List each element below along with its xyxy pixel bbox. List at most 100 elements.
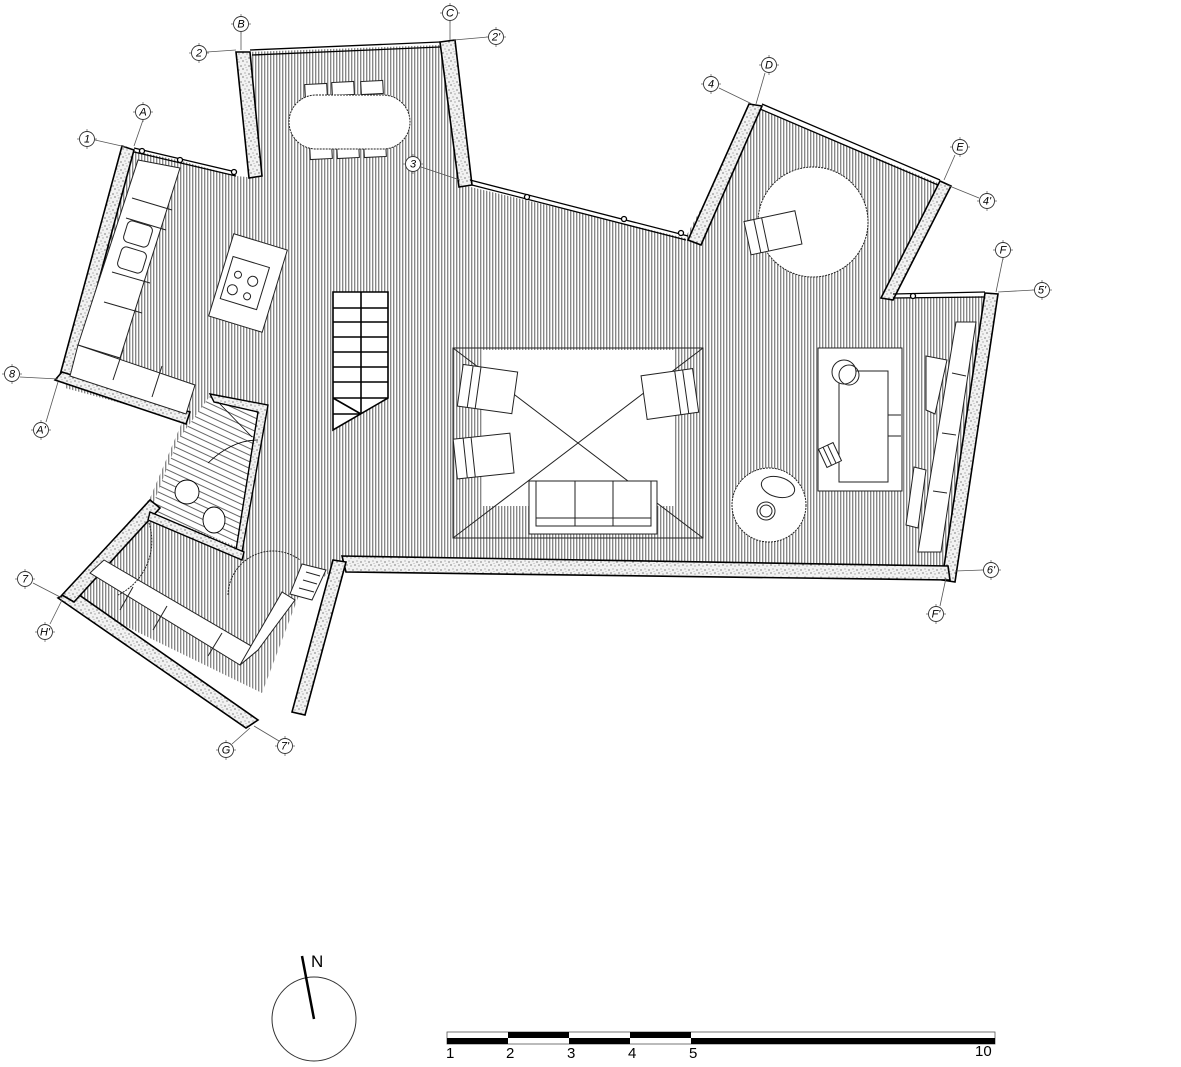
reading-nook xyxy=(743,166,869,278)
scale-label-1: 1 xyxy=(446,1045,454,1062)
north-arrow-needle xyxy=(300,955,316,1020)
scale-label-3: 3 xyxy=(567,1045,575,1062)
living-area xyxy=(452,347,704,539)
dining xyxy=(288,79,411,161)
grid-marker-bubble xyxy=(218,742,234,758)
bathroom xyxy=(147,393,269,561)
grid-marker-bubble xyxy=(979,193,995,209)
grid-marker: 5' xyxy=(1032,280,1052,300)
entry xyxy=(89,519,327,666)
grid-marker: C xyxy=(440,3,460,23)
glazing-lines xyxy=(133,41,986,300)
grid-marker: F' xyxy=(926,604,946,624)
cooktop-icon xyxy=(219,255,271,311)
grid-marker-bubble xyxy=(405,156,421,172)
grid-marker-label: F xyxy=(1000,245,1008,257)
grid-marker: F xyxy=(993,240,1013,260)
dining-chair xyxy=(360,79,384,96)
grid-lines xyxy=(19,21,1035,745)
grid-marker-bubble xyxy=(983,562,999,578)
dining-chair xyxy=(331,80,355,97)
built-in-storage xyxy=(239,591,296,666)
dining-table xyxy=(288,94,411,150)
grid-marker-label: 5' xyxy=(1038,285,1047,297)
grid-marker: G xyxy=(216,740,236,760)
grid-marker-bubble xyxy=(233,16,249,32)
grid-marker-label: 2 xyxy=(195,48,202,60)
kitchen-counter-south xyxy=(69,344,196,415)
grid-marker-label: 1 xyxy=(84,134,90,146)
grid-marker: 1 xyxy=(77,129,97,149)
grid-marker-bubble xyxy=(191,45,207,61)
sink-icon xyxy=(117,246,147,274)
sofa xyxy=(528,480,658,535)
grid-marker-label: E xyxy=(956,142,964,154)
north-label: N xyxy=(311,952,323,971)
grid-marker-label: 2' xyxy=(491,32,501,44)
grid-marker: D xyxy=(759,55,779,75)
grid-marker-bubble xyxy=(135,104,151,120)
grid-marker-label: 4' xyxy=(983,196,992,208)
scale-label-2: 2 xyxy=(506,1045,514,1062)
grid-marker: 8 xyxy=(2,364,22,384)
grid-marker-bubble xyxy=(488,29,504,45)
grid-marker: 2 xyxy=(189,43,209,63)
scale-bar: 1 2 3 4 5 10 xyxy=(446,1031,996,1062)
grid-marker: 7' xyxy=(275,736,295,756)
grid-marker-bubble xyxy=(79,131,95,147)
grid-marker-bubble xyxy=(37,624,53,640)
grid-marker-label: 7 xyxy=(22,574,29,586)
basin-icon xyxy=(174,479,200,505)
desk-chair xyxy=(817,441,843,469)
grid-marker-label: A' xyxy=(35,425,46,437)
entry-steps xyxy=(289,563,327,601)
window-bench xyxy=(917,321,977,553)
study xyxy=(731,321,977,553)
grid-marker-bubble xyxy=(995,242,1011,258)
grid-marker-bubble xyxy=(33,422,49,438)
armchair xyxy=(640,368,700,420)
grid-marker: 3 xyxy=(403,154,423,174)
cushion xyxy=(925,355,948,415)
grid-marker-bubble xyxy=(703,76,719,92)
grid-marker-label: F' xyxy=(932,609,942,621)
grid-marker-bubble xyxy=(928,606,944,622)
grid-marker-bubble xyxy=(17,571,33,587)
armchair xyxy=(456,363,519,415)
grid-marker-label: D xyxy=(765,60,773,72)
grid-marker-label: 6' xyxy=(987,565,996,577)
armchair xyxy=(452,432,515,480)
grid-marker: 6' xyxy=(981,560,1001,580)
grid-marker-label: H' xyxy=(40,627,51,639)
grid-marker-label: C xyxy=(446,8,454,20)
grid-marker-bubble xyxy=(1034,282,1050,298)
grid-marker-label: 7' xyxy=(281,741,290,753)
scale-label-10: 10 xyxy=(975,1043,992,1060)
desk xyxy=(838,370,889,483)
grid-marker: E xyxy=(950,137,970,157)
stair xyxy=(332,291,389,432)
scale-label-4: 4 xyxy=(628,1045,636,1062)
grid-marker: 4' xyxy=(977,191,997,211)
grid-marker-bubble xyxy=(761,57,777,73)
sink-icon xyxy=(123,220,153,248)
grid-marker-bubble xyxy=(442,5,458,21)
grid-marker-label: 3 xyxy=(410,159,417,171)
grid-marker: H' xyxy=(35,622,55,642)
grid-marker-bubble xyxy=(277,738,293,754)
grid-marker-bubble xyxy=(952,139,968,155)
grid-marker-label: 4 xyxy=(708,79,714,91)
north-arrow: N xyxy=(271,952,357,1062)
exterior-walls xyxy=(53,39,999,729)
kitchen xyxy=(69,159,288,415)
toilet-icon xyxy=(202,506,226,534)
grid-marker: 4 xyxy=(701,74,721,94)
grid-marker: B xyxy=(231,14,251,34)
grid-marker: 2' xyxy=(486,27,506,47)
grid-marker: A xyxy=(133,102,153,122)
grid-marker-label: B xyxy=(237,19,244,31)
grid-markers: 2 B C 2' A 1 3 4 D E 4' F 5' 8A' 7H' 6' F' G 7' xyxy=(2,3,1052,760)
cushion xyxy=(905,466,927,529)
grid-marker-bubble xyxy=(4,366,20,382)
